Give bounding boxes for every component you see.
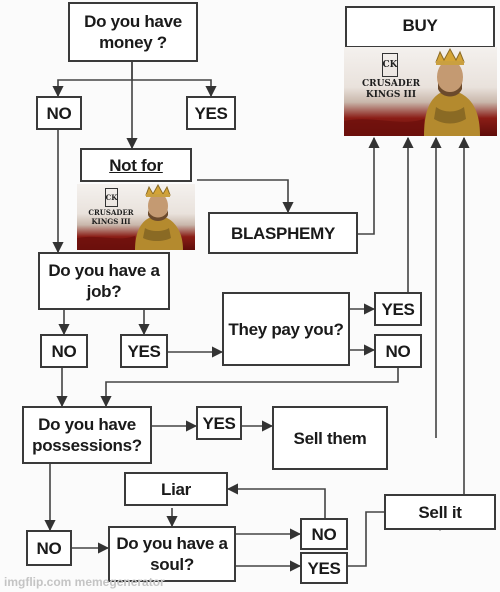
question-do-you-have-money: Do you have money ? [68,2,198,62]
answer-no-possessions: NO [26,530,72,566]
answer-no-job: NO [40,334,88,368]
answer-yes-money: YES [186,96,236,130]
crest-icon: CK [382,53,398,77]
answer-no-soul: NO [300,518,348,550]
question-do-you-have-a-soul: Do you have a soul? [108,526,236,582]
answer-yes-possessions: YES [196,406,242,440]
answer-yes-soul: YES [300,552,348,584]
result-liar: Liar [124,472,228,506]
answer-yes-job: YES [120,334,168,368]
result-sell-it: Sell it [384,494,496,530]
note-not-for: Not for [80,148,192,182]
result-sell-them: Sell them [272,406,388,470]
crest-icon: CK [105,188,118,207]
question-do-you-have-a-job: Do you have a job? [38,252,170,310]
arrow-notfor-to-blasphemy [197,179,294,214]
answer-no-paid: NO [374,334,422,368]
arrow-money-to-no [52,62,133,98]
arrow-no4-to-liar [226,483,326,518]
question-do-you-have-possessions: Do you have possessions? [22,406,152,464]
result-blasphemy: BLASPHEMY [208,212,358,254]
arrow-no3-to-possessions [100,366,399,408]
result-buy: BUY [345,6,495,48]
arrow-money-to-yes [132,79,217,98]
question-they-pay-you: They pay you? [222,292,350,366]
king-portrait-image [77,184,183,250]
answer-yes-paid: YES [374,292,422,326]
watermark: imgflip.com memegenerator [4,575,165,589]
king-portrait-image [344,47,480,136]
arrow-blasphemy-to-buy [358,136,380,235]
answer-no-money: NO [36,96,82,130]
